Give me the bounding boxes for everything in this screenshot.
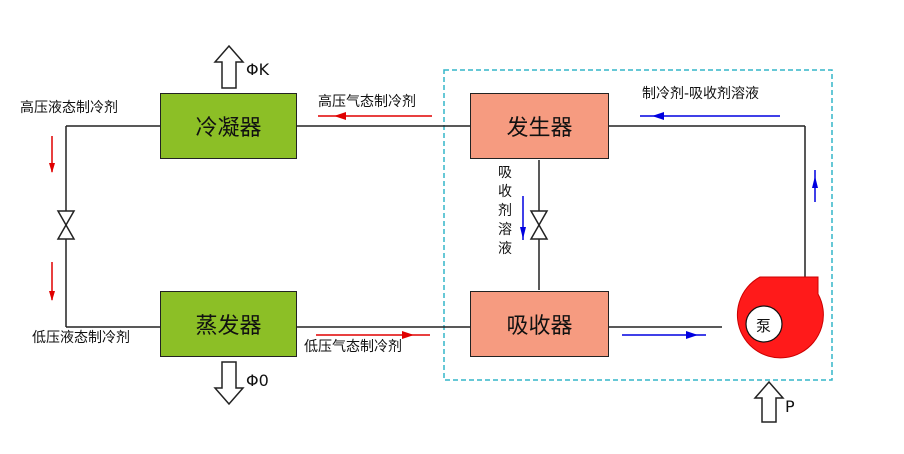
solution-flow-arrow-up bbox=[812, 170, 818, 202]
phi-k-label: ΦK bbox=[246, 60, 270, 79]
pump-icon bbox=[736, 276, 824, 359]
condenser-label: 冷凝器 bbox=[195, 116, 262, 141]
phi-0-label: Φ0 bbox=[246, 371, 269, 390]
absorbent-label: 吸收剂溶液 bbox=[498, 165, 512, 257]
solution-label: 制冷剂-吸收剂溶液 bbox=[642, 86, 760, 102]
solution-flow-arrow-right bbox=[622, 331, 706, 339]
expansion-valve-middle-icon bbox=[529, 210, 549, 240]
heat-rejection-arrow-icon bbox=[213, 44, 245, 89]
pump-power-label: P bbox=[785, 397, 795, 416]
lp-vapor-label: 低压气态制冷剂 bbox=[304, 339, 402, 355]
condenser-box: 冷凝器 bbox=[160, 93, 297, 159]
absorber-label: 吸收器 bbox=[506, 314, 573, 339]
refrigerant-flow-arrow-down-2 bbox=[49, 262, 55, 301]
absorber-box: 吸收器 bbox=[470, 291, 609, 357]
absorbent-flow-arrow-down bbox=[520, 196, 526, 240]
refrigerant-flow-arrow-down-1 bbox=[49, 136, 55, 173]
evaporator-label: 蒸发器 bbox=[195, 314, 262, 339]
hp-liquid-label: 高压液态制冷剂 bbox=[20, 100, 118, 116]
expansion-valve-left-icon bbox=[56, 210, 76, 240]
generator-box: 发生器 bbox=[470, 93, 609, 159]
refrigerant-flow-arrow-right bbox=[316, 331, 430, 339]
lp-liquid-label: 低压液态制冷剂 bbox=[32, 330, 130, 346]
evaporator-box: 蒸发器 bbox=[160, 291, 297, 357]
pump-power-arrow-icon bbox=[753, 380, 785, 423]
cooling-load-arrow-icon bbox=[213, 361, 245, 406]
absorption-system-boundary bbox=[443, 69, 833, 381]
refrigerant-flow-arrow-left bbox=[318, 112, 432, 120]
generator-label: 发生器 bbox=[506, 116, 573, 141]
pump-label: 泵 bbox=[756, 317, 772, 335]
solution-flow-arrow-left bbox=[640, 112, 780, 120]
hp-vapor-label: 高压气态制冷剂 bbox=[318, 94, 416, 110]
